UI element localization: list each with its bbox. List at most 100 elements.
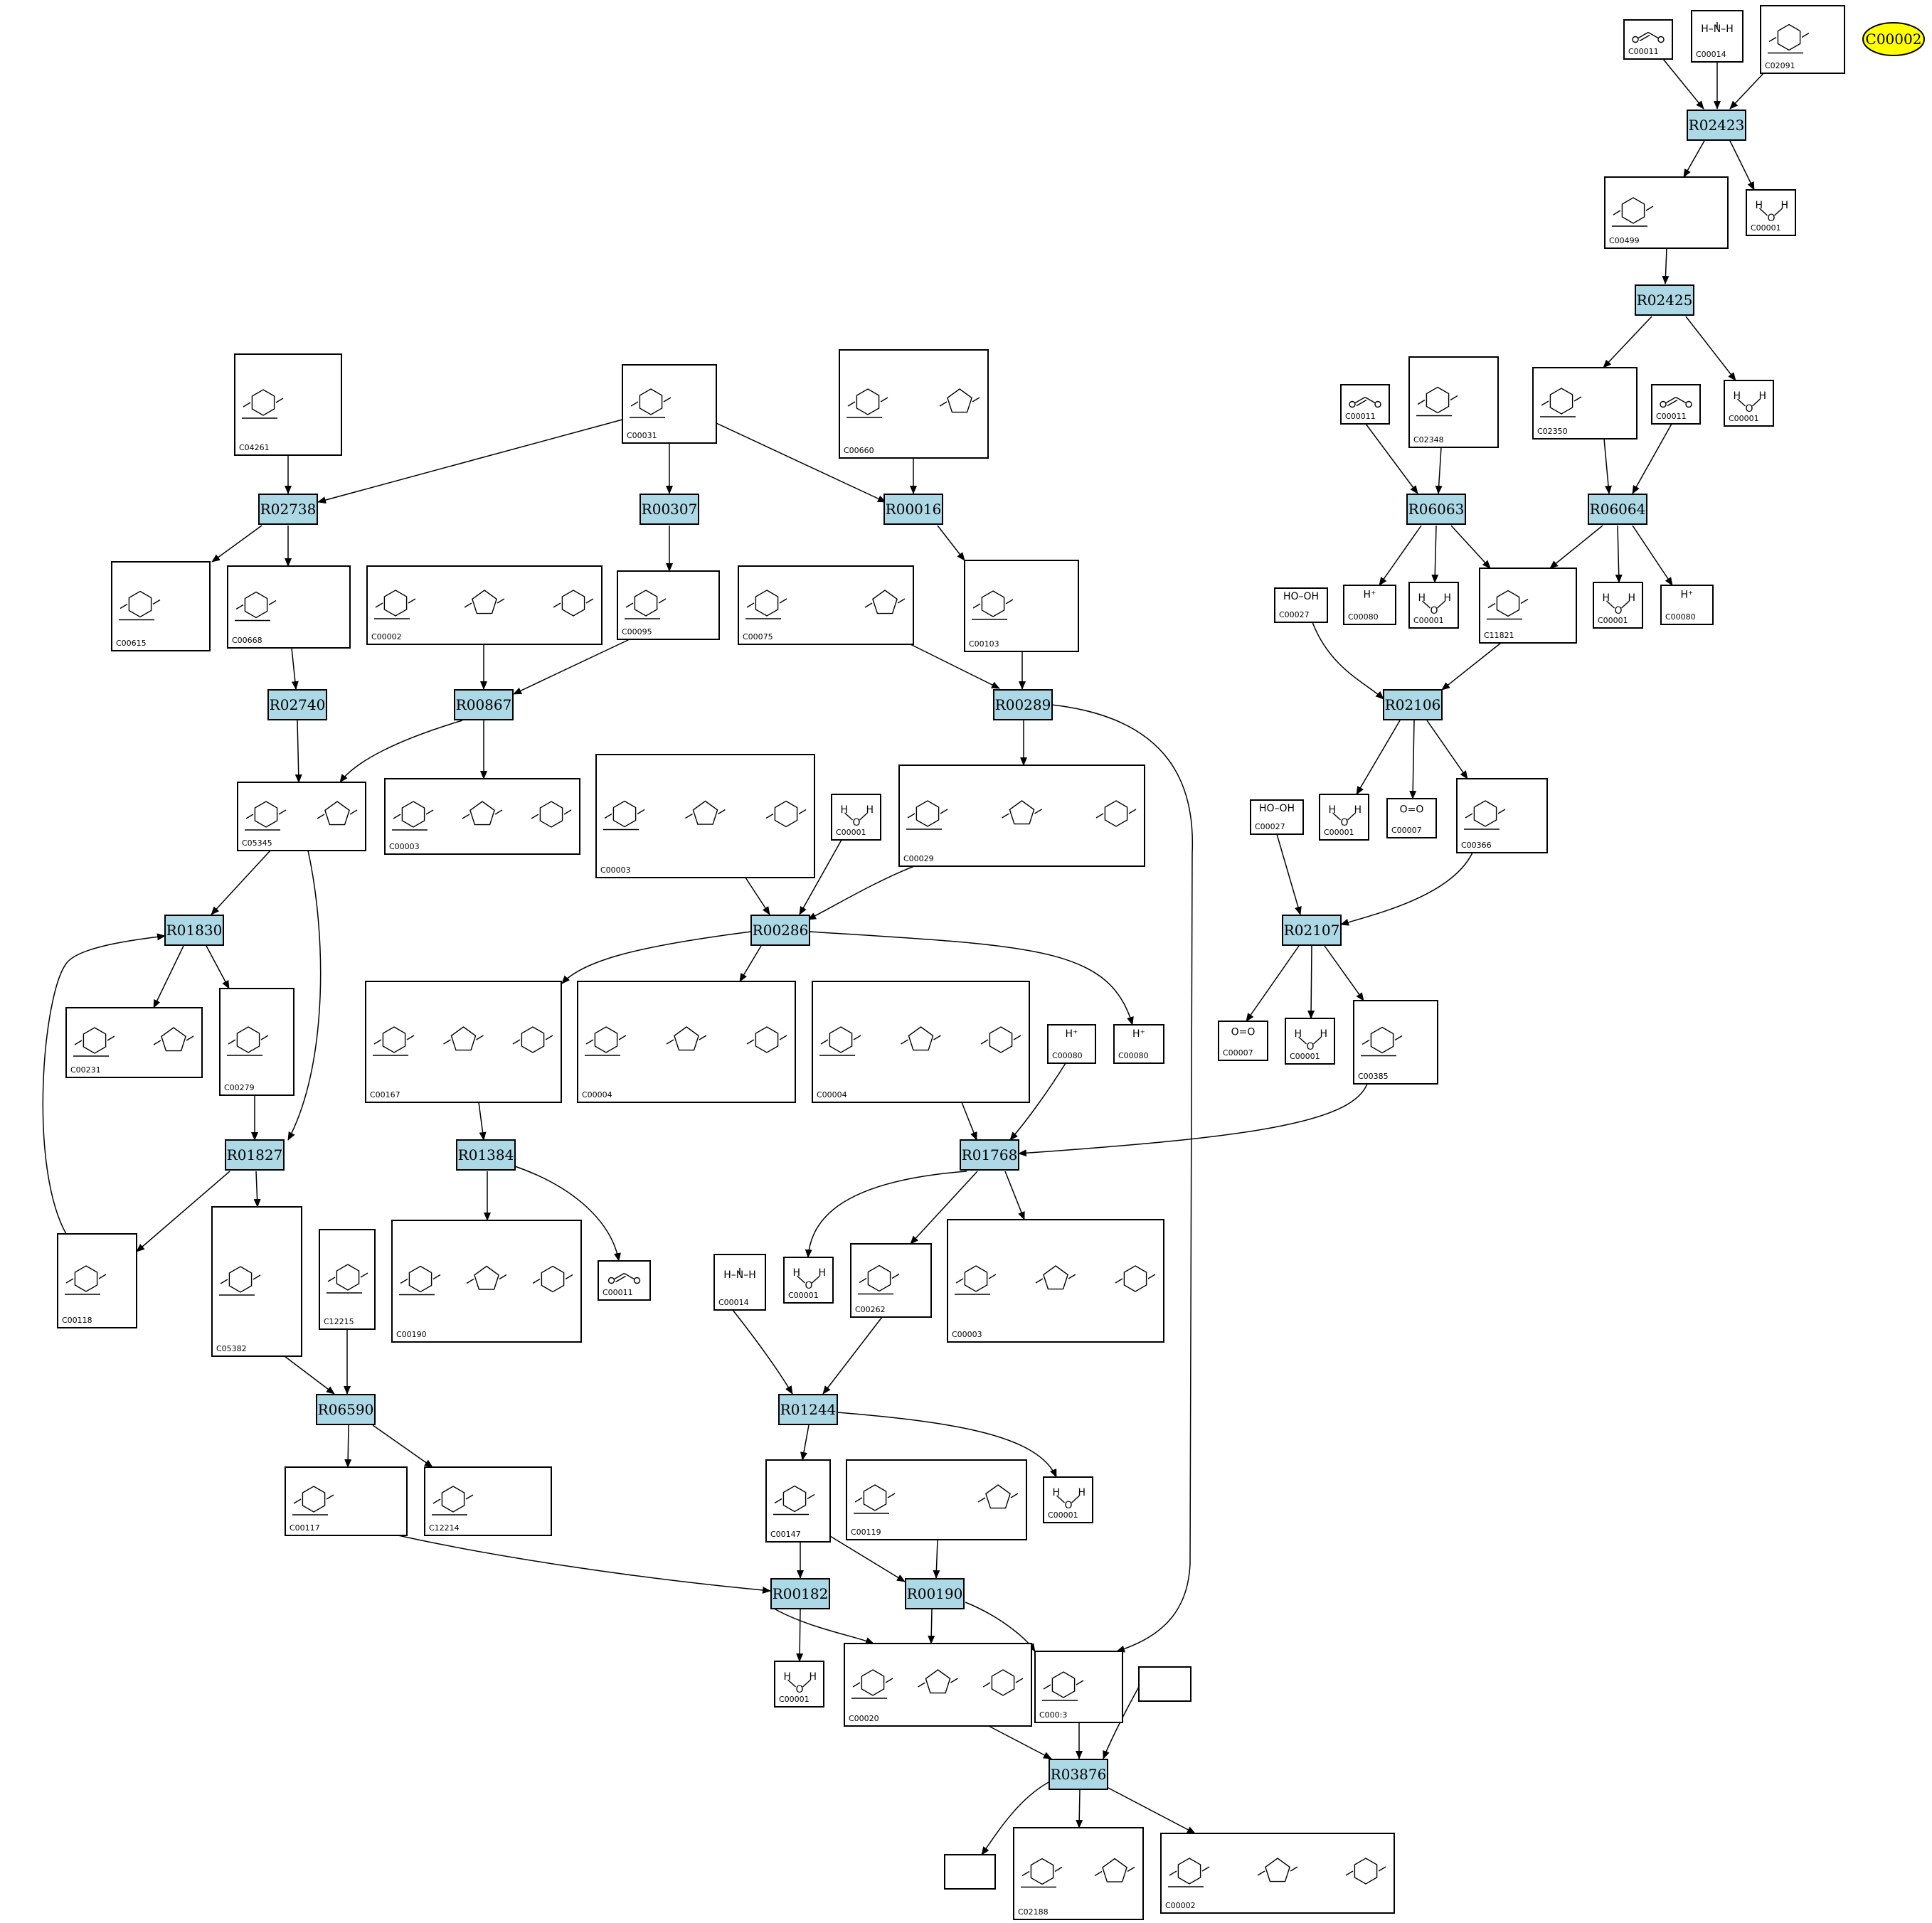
reaction-box[interactable]: [1588, 494, 1647, 525]
compound-box[interactable]: [237, 782, 366, 851]
compound-box[interactable]: [65, 1007, 203, 1078]
compound-node-n-c00080-d[interactable]: H⁺C00080: [1113, 1024, 1164, 1064]
reaction-node-r02740[interactable]: R02740: [267, 689, 327, 720]
compound-node-n-c00031[interactable]: C00031: [622, 364, 717, 444]
compound-box[interactable]: [1218, 1021, 1268, 1061]
compound-node-n-c00080-b[interactable]: H⁺C00080: [1660, 585, 1714, 625]
compound-box[interactable]: [1408, 356, 1499, 448]
reaction-node-r00307[interactable]: R00307: [639, 494, 699, 525]
compound-node-n-c00003-b[interactable]: C00003: [947, 1219, 1164, 1343]
reaction-node-r00016[interactable]: R00016: [883, 494, 943, 525]
reaction-node-r01244[interactable]: R01244: [778, 1394, 838, 1425]
compound-node-n-c00011-b[interactable]: C00011: [1340, 384, 1390, 425]
reaction-node-r02425[interactable]: R02425: [1635, 284, 1694, 316]
compound-box[interactable]: [831, 794, 881, 841]
highlight-oval[interactable]: [1862, 22, 1925, 56]
compound-box[interactable]: [1479, 568, 1577, 644]
compound-node-n-c00029[interactable]: C00029: [898, 765, 1145, 867]
compound-node-n-c11821[interactable]: C11821: [1479, 568, 1577, 644]
compound-box[interactable]: [622, 364, 717, 444]
compound-node-n-top-c00011[interactable]: C00011: [1623, 19, 1673, 60]
reaction-node-r01768[interactable]: R01768: [960, 1139, 1019, 1171]
reaction-node-r06064[interactable]: R06064: [1588, 494, 1647, 525]
compound-box[interactable]: [1604, 176, 1729, 249]
reaction-box[interactable]: [993, 689, 1053, 720]
highlight-node-c00002[interactable]: C00002: [1862, 22, 1925, 56]
compound-node-n-c00147[interactable]: C00147: [765, 1459, 831, 1543]
reaction-node-r00190[interactable]: R00190: [905, 1578, 965, 1609]
reaction-node-r01384[interactable]: R01384: [456, 1139, 516, 1171]
compound-box[interactable]: [1043, 1476, 1093, 1523]
compound-box[interactable]: [1047, 1024, 1096, 1064]
compound-box[interactable]: [1724, 380, 1774, 427]
compound-box[interactable]: [783, 1257, 834, 1304]
reaction-box[interactable]: [883, 494, 943, 525]
compound-box[interactable]: [111, 561, 211, 651]
compound-box[interactable]: [1593, 582, 1643, 629]
compound-node-n-c00231[interactable]: C00231: [65, 1007, 203, 1078]
reaction-node-r02107[interactable]: R02107: [1282, 915, 1342, 946]
compound-node-n-c00080-c[interactable]: H⁺C00080: [1047, 1024, 1096, 1064]
compound-node-n-c00262[interactable]: C00262: [850, 1243, 932, 1318]
compound-node-n-c00004-b[interactable]: C00004: [812, 981, 1030, 1103]
compound-node-n-c00117[interactable]: C00117: [285, 1466, 408, 1536]
reaction-node-r03876[interactable]: R03876: [1049, 1759, 1108, 1790]
reaction-box[interactable]: [456, 1139, 516, 1171]
compound-box[interactable]: [1034, 1651, 1123, 1723]
compound-box[interactable]: [898, 765, 1145, 867]
compound-node-n-c00075[interactable]: C00075: [738, 565, 914, 645]
compound-box[interactable]: [227, 565, 351, 649]
compound-box[interactable]: [1660, 585, 1714, 625]
compound-box[interactable]: [577, 981, 796, 1103]
compound-box[interactable]: [1138, 1666, 1191, 1702]
compound-node-n-c00011-c[interactable]: C00011: [1651, 384, 1701, 425]
compound-box[interactable]: [1353, 1000, 1438, 1085]
reaction-box[interactable]: [258, 494, 318, 525]
compound-node-n-c12215[interactable]: C12215: [319, 1229, 376, 1330]
reaction-box[interactable]: [1406, 494, 1466, 525]
compound-box[interactable]: [219, 988, 294, 1096]
compound-box[interactable]: [1250, 799, 1304, 835]
reaction-node-r01827[interactable]: R01827: [225, 1139, 285, 1171]
reaction-node-r06590[interactable]: R06590: [316, 1394, 376, 1425]
reaction-box[interactable]: [639, 494, 699, 525]
compound-box[interactable]: [839, 349, 989, 459]
compound-box[interactable]: [365, 981, 562, 1103]
compound-box[interactable]: [738, 565, 914, 645]
compound-box[interactable]: [319, 1229, 376, 1330]
compound-box[interactable]: [211, 1206, 302, 1357]
compound-node-n-c02350[interactable]: C02350: [1532, 367, 1638, 440]
compound-box[interactable]: [947, 1219, 1164, 1343]
reaction-box[interactable]: [316, 1394, 376, 1425]
reaction-node-r00867[interactable]: R00867: [454, 689, 514, 720]
compound-box[interactable]: [598, 1260, 651, 1301]
compound-box[interactable]: [850, 1243, 932, 1318]
reaction-node-r00289[interactable]: R00289: [993, 689, 1053, 720]
compound-box[interactable]: [285, 1466, 408, 1536]
reaction-node-r02738[interactable]: R02738: [258, 494, 318, 525]
reaction-box[interactable]: [750, 915, 810, 946]
compound-box[interactable]: [1408, 582, 1459, 629]
compound-box[interactable]: [944, 1854, 996, 1890]
reaction-box[interactable]: [267, 689, 327, 720]
compound-node-n-c00013[interactable]: C000:3: [1034, 1651, 1123, 1723]
compound-node-n-c05382[interactable]: C05382: [211, 1206, 302, 1357]
reaction-box[interactable]: [1687, 110, 1746, 141]
reaction-node-r00182[interactable]: R00182: [770, 1578, 830, 1609]
compound-node-n-blank-b[interactable]: [944, 1854, 996, 1890]
compound-box[interactable]: [1274, 587, 1328, 623]
compound-box[interactable]: [964, 560, 1079, 652]
compound-box[interactable]: [384, 778, 580, 855]
reaction-node-r06063[interactable]: R06063: [1406, 494, 1466, 525]
compound-node-n-c00008[interactable]: C00003: [384, 778, 580, 855]
compound-box[interactable]: [234, 353, 342, 456]
reaction-box[interactable]: [1049, 1759, 1108, 1790]
compound-box[interactable]: [1760, 5, 1845, 74]
compound-box[interactable]: [1285, 1018, 1335, 1065]
